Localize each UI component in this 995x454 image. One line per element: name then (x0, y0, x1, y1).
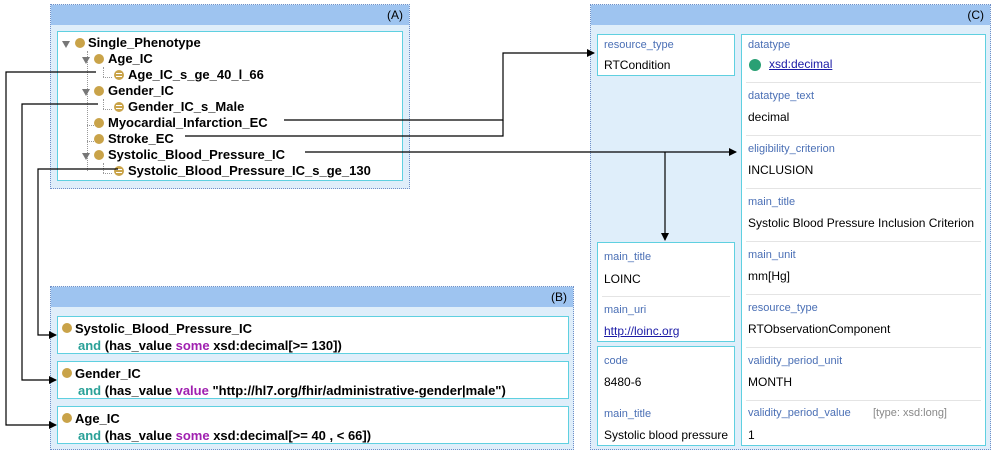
class-icon (62, 413, 72, 423)
field-value: Systolic blood pressure (604, 428, 729, 442)
field-label: eligibility_criterion (748, 143, 835, 155)
axiom-expression: and (has_value value "http://hl7.org/fhi… (78, 383, 506, 398)
axiom-systolic[interactable]: Systolic_Blood_Pressure_IC and (has_valu… (57, 316, 569, 354)
field-value: MONTH (748, 375, 792, 389)
field-label: main_title (604, 251, 652, 263)
arrow-stroke (185, 120, 504, 137)
loinc-uri-link[interactable]: http://loinc.org (604, 324, 680, 338)
equivalent-class-icon (114, 166, 124, 176)
tree-guide (103, 163, 104, 173)
divider (746, 241, 981, 242)
field-value: RTCondition (604, 58, 671, 72)
field-label: main_title (604, 408, 652, 420)
field-label: main_unit (748, 249, 796, 261)
panel-a-label: (A) (387, 8, 403, 22)
field-label: main_uri (604, 304, 647, 316)
datatype-icon (749, 59, 761, 71)
field-value: decimal (748, 110, 790, 124)
class-icon (94, 134, 104, 144)
equivalent-class-icon (114, 102, 124, 112)
field-label: resource_type (604, 39, 674, 51)
divider (746, 347, 981, 348)
panel-a-header: (A) (51, 5, 409, 25)
field-value: RTObservationComponent (748, 322, 891, 336)
panel-b-label: (B) (551, 290, 567, 304)
field-value: Systolic Blood Pressure Inclusion Criter… (748, 216, 975, 230)
axiom-expression: and (has_value some xsd:decimal[>= 130]) (78, 338, 342, 353)
panel-c: (C) resource_type RTCondition main_title… (590, 4, 991, 450)
class-icon (94, 54, 104, 64)
type-hint: [type: xsd:long] (873, 407, 947, 419)
class-icon (94, 118, 104, 128)
class-icon (94, 150, 104, 160)
divider (746, 188, 981, 189)
tree-guide (87, 51, 88, 171)
tree-guide (103, 173, 112, 174)
code-box[interactable]: code 8480-6 main_title Systolic blood pr… (597, 346, 735, 446)
panel-b-header: (B) (51, 287, 573, 307)
tree-guide (103, 67, 104, 77)
axiom-age[interactable]: Age_IC and (has_value some xsd:decimal[>… (57, 406, 569, 444)
field-value: LOINC (604, 272, 641, 286)
axiom-class-name: Age_IC (75, 411, 120, 426)
field-value: mm[Hg] (748, 269, 790, 283)
field-label: datatype_text (748, 90, 815, 102)
tree-guide (103, 99, 104, 109)
divider (746, 135, 981, 136)
divider (746, 400, 981, 401)
tree-guide (87, 141, 96, 142)
class-icon (94, 86, 104, 96)
class-icon (62, 323, 72, 333)
field-label: validity_period_unit (748, 355, 843, 367)
arrow-systolic-axiom (37, 168, 118, 339)
datatype-link[interactable]: xsd:decimal (769, 57, 833, 71)
divider (602, 296, 730, 297)
loinc-box[interactable]: main_title LOINC main_uri http://loinc.o… (597, 242, 735, 342)
divider (746, 82, 981, 83)
field-label: resource_type (748, 302, 818, 314)
expand-toggle-icon[interactable] (62, 41, 70, 48)
field-value: 1 (748, 428, 755, 442)
expand-toggle-icon[interactable] (82, 57, 90, 64)
equivalent-class-icon (114, 70, 124, 80)
field-label: validity_period_value (748, 407, 851, 419)
class-icon (62, 368, 72, 378)
tree-guide (87, 125, 96, 126)
arrow-gender (21, 103, 98, 384)
tree-guide (103, 77, 112, 78)
arrow-myocardial (284, 49, 595, 121)
panel-a: (A) Single_Phenotype Age_IC Age_IC_s_ge_… (50, 4, 410, 189)
panel-c-label: (C) (967, 8, 984, 22)
arrow-age (5, 71, 96, 429)
panel-c-header: (C) (591, 5, 990, 25)
field-label: main_title (748, 196, 796, 208)
condition-box[interactable]: resource_type RTCondition (597, 34, 735, 76)
axiom-class-name: Gender_IC (75, 366, 141, 381)
class-icon (75, 38, 85, 48)
field-value: 8480-6 (604, 375, 642, 389)
field-label: code (604, 355, 628, 367)
expand-toggle-icon[interactable] (82, 153, 90, 160)
tree-guide (103, 109, 112, 110)
axiom-expression: and (has_value some xsd:decimal[>= 40 , … (78, 428, 372, 443)
class-tree: Single_Phenotype Age_IC Age_IC_s_ge_40_l… (57, 31, 403, 181)
component-box[interactable]: datatype xsd:decimal datatype_text decim… (741, 34, 986, 446)
axiom-class-name: Systolic_Blood_Pressure_IC (75, 321, 253, 336)
field-label: datatype (748, 39, 791, 51)
axiom-gender[interactable]: Gender_IC and (has_value value "http://h… (57, 361, 569, 399)
divider (746, 294, 981, 295)
field-value: INCLUSION (748, 163, 814, 177)
panel-b: (B) Systolic_Blood_Pressure_IC and (has_… (50, 286, 574, 450)
expand-toggle-icon[interactable] (82, 89, 90, 96)
